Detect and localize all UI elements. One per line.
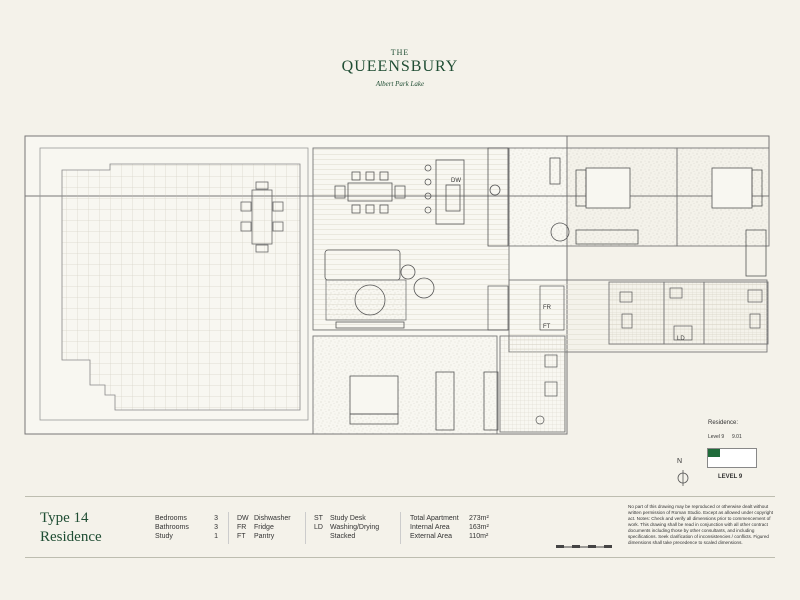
living-furniture (324, 249, 435, 329)
brand-name: QUEENSBURY (341, 58, 459, 75)
legend-level: Level 9 (708, 434, 725, 440)
residence-type-line1: Type 14 (40, 510, 89, 526)
brand-the: THE (390, 48, 410, 57)
residence-type: Type 14 Residence (40, 509, 102, 547)
divider-top (25, 496, 775, 497)
area-values: 273m² 163m² 110m² (469, 514, 489, 541)
key-label-2: Pantry (254, 533, 275, 540)
key2-code-0: ST (314, 515, 323, 522)
legend-unit: 9.01 (732, 434, 742, 440)
key2-label-2: Stacked (330, 533, 356, 540)
key-label-0: Dishwasher (254, 515, 291, 522)
area-label-1: Internal Area (410, 524, 450, 531)
rooms-label-2: Study (155, 533, 173, 540)
spec-divider-1 (228, 512, 229, 544)
outdoor-dining (240, 181, 284, 253)
key2-code-1: LD (314, 524, 323, 531)
bathroom-2 (703, 281, 769, 345)
master-bedroom (312, 335, 498, 435)
disclaimer: No part of this drawing may be reproduce… (628, 504, 774, 545)
kitchen-island (424, 147, 509, 247)
key-codes: DW FR FT (237, 514, 249, 541)
key2-label-0: Study Desk (330, 515, 366, 522)
rooms-label-1: Bathrooms (155, 524, 189, 531)
key2-codes: ST LD (314, 514, 323, 541)
area-value-0: 273m² (469, 515, 489, 522)
ld-label: LD (677, 336, 685, 342)
spec-divider-2 (305, 512, 306, 544)
area-label-0: Total Apartment (410, 515, 459, 522)
key-plan (707, 448, 757, 468)
ensuite (499, 335, 566, 433)
key-code-0: DW (237, 515, 249, 522)
rooms-label-0: Bedrooms (155, 515, 187, 522)
key-code-1: FR (237, 524, 247, 531)
residence-type-line2: Residence (40, 529, 102, 545)
terrace-tiles (61, 163, 301, 411)
level-label: LEVEL 9 (718, 474, 743, 480)
living-room (312, 147, 510, 331)
area-labels: Total Apartment Internal Area External A… (410, 514, 459, 541)
rooms-value-1: 3 (214, 524, 218, 531)
room-count-values: 3 3 1 (204, 514, 218, 541)
fr-label: FR (543, 305, 552, 311)
key-code-2: FT (237, 533, 246, 540)
north-label: N (677, 458, 683, 465)
north-arrow-icon (677, 470, 689, 486)
brand-subtitle: Albert Park Lake (375, 80, 425, 88)
scale-bar-icon (556, 545, 612, 548)
rooms-value-0: 3 (214, 515, 218, 522)
key-labels: Dishwasher Fridge Pantry (254, 514, 291, 541)
dining-table (334, 171, 406, 214)
bathroom-1 (608, 281, 665, 345)
rooms-value-2: 1 (214, 533, 218, 540)
key-label-1: Fridge (254, 524, 274, 531)
area-value-1: 163m² (469, 524, 489, 531)
key2-labels: Study Desk Washing/Drying Stacked (330, 514, 379, 541)
room-count-labels: Bedrooms Bathrooms Study (155, 514, 189, 541)
key2-code-2 (314, 532, 323, 541)
spec-divider-3 (400, 512, 401, 544)
key-plan-highlight (708, 449, 720, 457)
key2-label-1: Washing/Drying (330, 524, 380, 531)
ft-label: FT (543, 324, 551, 330)
dw-label: DW (451, 178, 461, 184)
divider-bottom (25, 557, 775, 558)
area-value-2: 110m² (469, 533, 489, 540)
area-label-2: External Area (410, 533, 453, 540)
legend-title: Residence: (708, 420, 739, 426)
